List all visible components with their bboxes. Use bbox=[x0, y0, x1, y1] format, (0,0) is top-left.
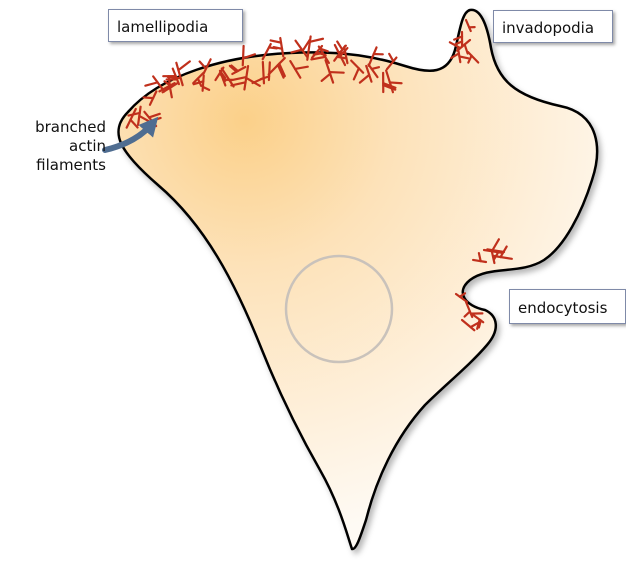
actin-branch bbox=[390, 82, 402, 83]
actin-branch bbox=[145, 82, 157, 85]
cell-membrane bbox=[118, 10, 597, 549]
actin-branch bbox=[178, 61, 189, 70]
label-line-2: actin bbox=[4, 137, 106, 156]
actin-filament bbox=[263, 62, 264, 83]
invadopodia-label: invadopodia bbox=[493, 10, 613, 43]
actin-filament bbox=[243, 46, 244, 65]
actin-branch bbox=[310, 39, 323, 42]
actin-filament bbox=[203, 76, 204, 91]
endocytosis-label: endocytosis bbox=[509, 289, 626, 324]
actin-branch bbox=[271, 40, 281, 42]
label-line-3: filaments bbox=[4, 156, 106, 175]
actin-branch bbox=[144, 97, 154, 98]
actin-branch bbox=[389, 54, 393, 61]
branched-actin-filaments-label: branched actin filaments bbox=[4, 118, 106, 175]
actin-branch bbox=[330, 72, 344, 73]
label-line-1: branched bbox=[4, 118, 106, 137]
actin-branch bbox=[337, 42, 342, 50]
lamellipodia-label: lamellipodia bbox=[108, 9, 243, 42]
